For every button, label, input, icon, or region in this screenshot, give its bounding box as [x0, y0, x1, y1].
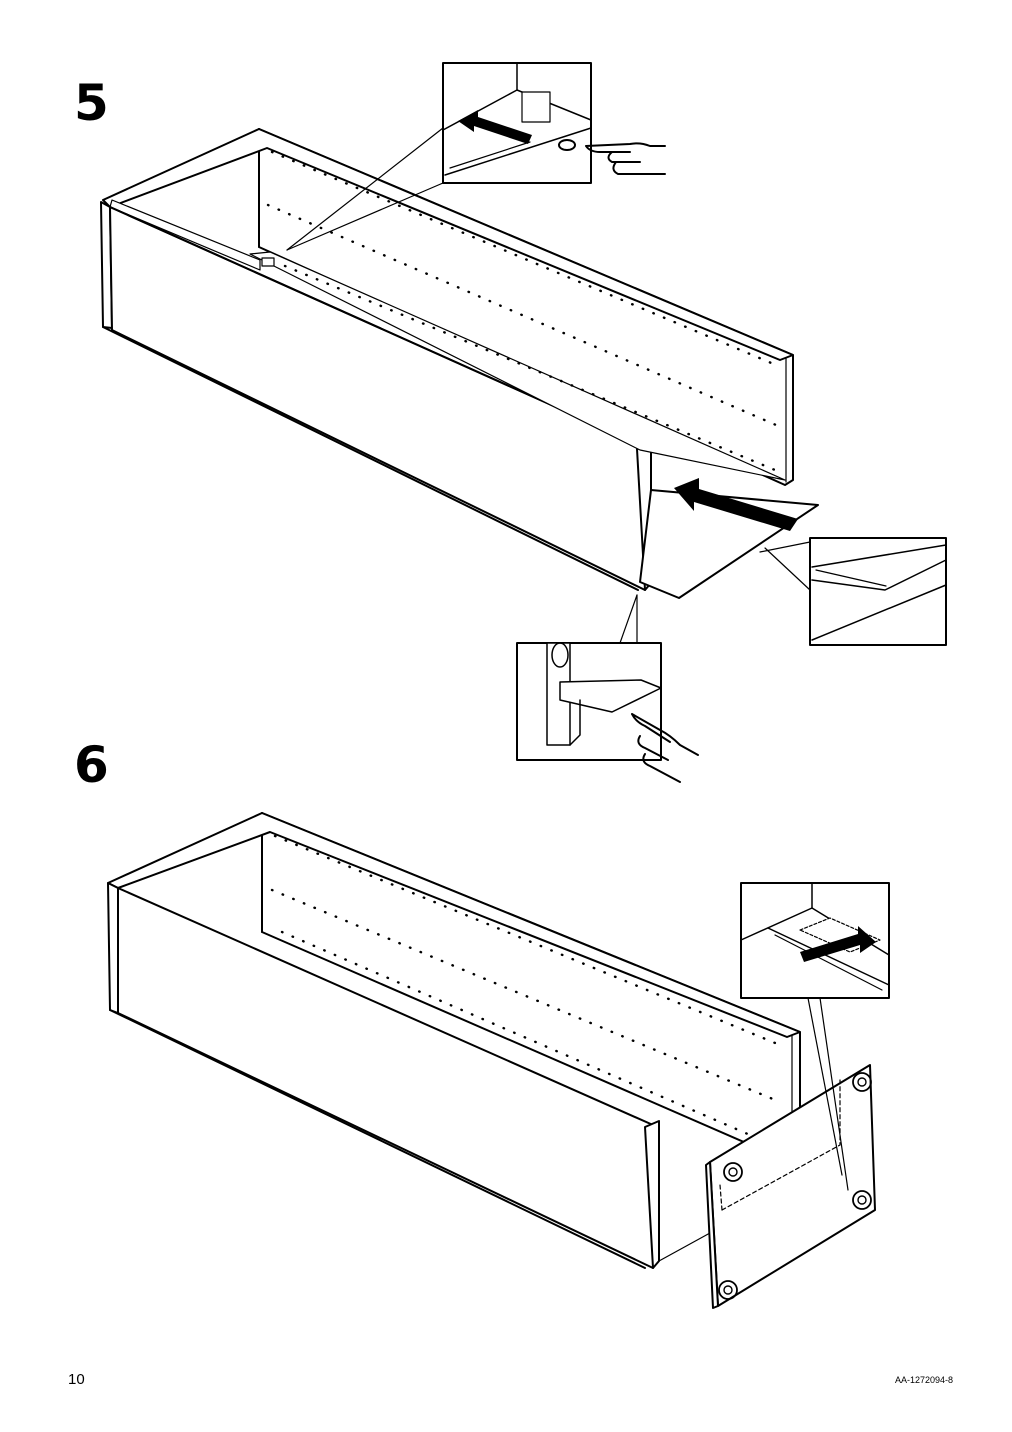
step5-detail-callout-right — [759, 537, 947, 646]
step5-dotted-holes — [266, 150, 778, 472]
page-number: 10 — [68, 1371, 85, 1388]
step6-dotted-holes — [270, 834, 782, 1150]
step5-detail-callout-bottom — [516, 594, 662, 761]
step-number-5: 5 — [74, 74, 109, 132]
step6-detail-callout — [740, 882, 890, 1191]
step-number-6: 6 — [74, 736, 109, 794]
step6-cabinet-frame — [107, 812, 801, 1269]
step6-end-panel — [705, 1064, 876, 1309]
push-arrow-icon — [674, 478, 798, 531]
document-code: AA-1272094-8 — [895, 1375, 954, 1385]
step5-cabinet-frame — [100, 128, 794, 591]
step5-detail-callout-top — [286, 62, 592, 251]
pointing-hand-icon — [631, 713, 699, 783]
pointing-hand-icon — [585, 142, 666, 175]
